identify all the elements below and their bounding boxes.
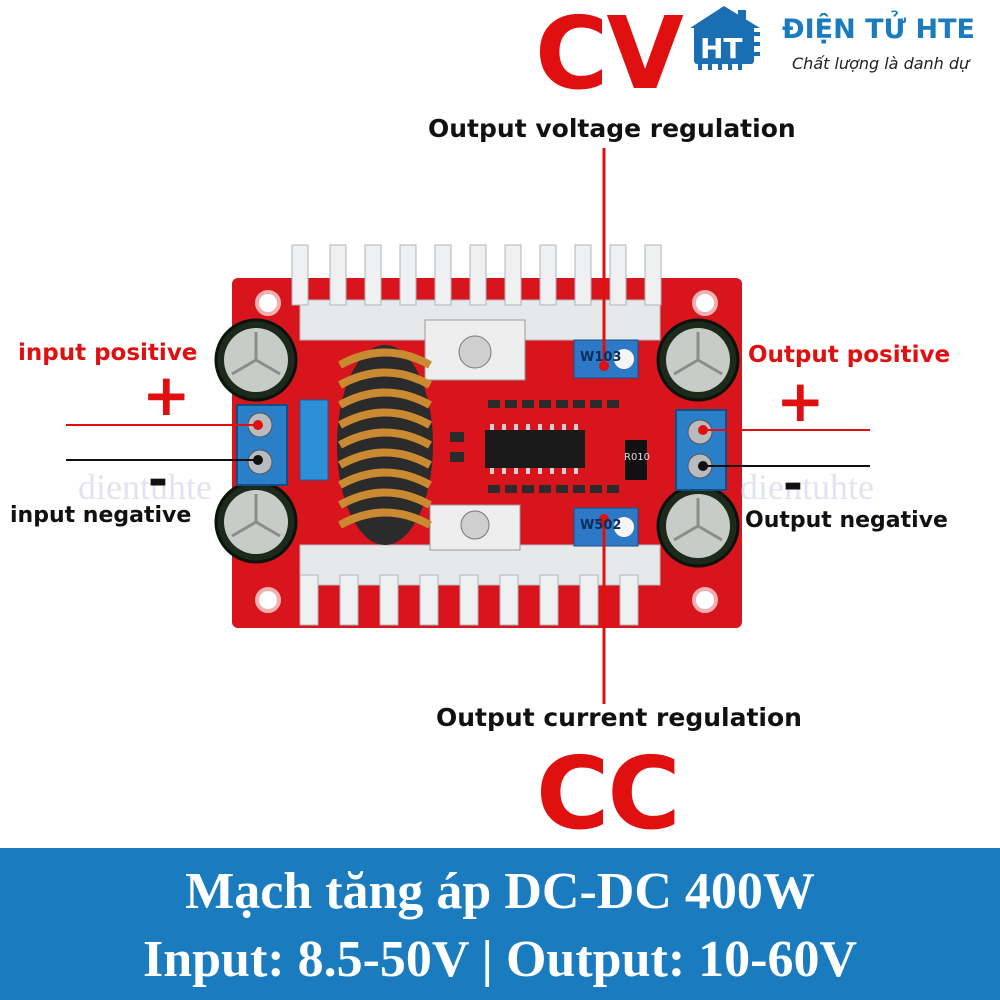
annotation-lines [66,148,870,704]
output-positive-label: Output positive [748,342,951,368]
shunt-marking: R010 [624,452,651,463]
voltage-regulation-label: Output voltage regulation [428,114,796,143]
current-regulation-label: Output current regulation [436,703,802,732]
product-banner: Mạch tăng áp DC-DC 400W Input: 8.5-50V |… [0,848,1000,1000]
watermark-right: dientuhte [740,467,874,507]
output-plus-symbol: + [776,367,825,435]
smd-resistors [450,400,619,493]
output-minus-symbol: - [783,456,803,512]
control-ic [485,424,585,474]
cv-label: CV [535,0,684,112]
bottom-heatsink [299,504,661,626]
capacitors [214,318,740,568]
top-heatsink [291,244,662,381]
voltage-pot [573,339,639,379]
banner-title: Mạch tăng áp DC-DC 400W [185,863,815,920]
input-terminal [236,399,329,486]
chip-logo-icon: HT [690,6,760,70]
input-positive-label: input positive [18,340,198,366]
pot-bottom-marking: W502 [580,518,622,533]
svg-text:HT: HT [700,32,743,65]
watermark-left: dientuhte [78,467,212,507]
brand-tagline: Chất lượng là danh dự [792,54,970,73]
input-minus-symbol: - [148,452,168,508]
banner-specs: Input: 8.5-50V | Output: 10-60V [142,931,858,988]
output-terminal [675,409,727,491]
boost-converter-board [66,148,870,704]
input-plus-symbol: + [142,361,191,429]
current-pot [573,507,639,547]
output-negative-label: Output negative [745,508,948,533]
inductor-coil [337,345,433,545]
input-negative-label: input negative [10,503,192,528]
cc-label: CC [536,735,681,852]
shunt-resistor [625,440,647,480]
brand-logo: HT [690,6,770,70]
brand-name: ĐIỆN TỬ HTE [782,14,975,45]
pot-top-marking: W103 [580,350,622,365]
